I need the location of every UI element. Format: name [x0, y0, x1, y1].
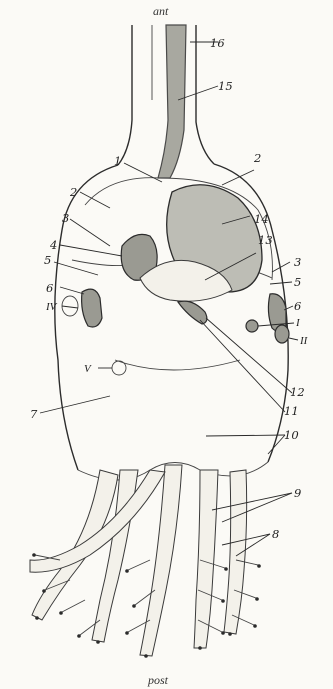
label-8: 8: [272, 527, 279, 541]
label-6-right: 6: [294, 299, 301, 313]
label-IV: IV: [45, 301, 58, 313]
label-3-right: 3: [294, 255, 301, 269]
label-3-left: 3: [62, 211, 69, 225]
label-V: V: [84, 363, 92, 375]
organ-12: [178, 301, 207, 324]
label-9: 9: [294, 486, 301, 500]
label-16: 16: [210, 36, 225, 50]
tentacles: [30, 465, 261, 658]
anterior-tube: [118, 25, 214, 178]
label-5-left: 5: [44, 253, 51, 267]
label-12: 12: [290, 385, 305, 399]
label-6-left: 6: [46, 281, 53, 295]
label-1: 1: [114, 154, 121, 168]
label-5-right: 5: [294, 275, 301, 289]
label-10: 10: [284, 428, 299, 442]
label-13: 13: [258, 233, 273, 247]
label-15: 15: [218, 79, 233, 93]
label-anterior: ant: [153, 4, 169, 18]
label-2-right: 2: [253, 151, 261, 165]
label-II: II: [299, 335, 309, 347]
label-11: 11: [284, 404, 299, 418]
structure-V: [112, 361, 126, 375]
label-I: I: [295, 317, 301, 329]
organ-6-left: [82, 289, 102, 327]
structure-II: [275, 325, 289, 343]
label-14: 14: [254, 212, 269, 226]
label-7: 7: [30, 407, 38, 421]
label-2-left: 2: [69, 185, 77, 199]
structure-I: [246, 320, 258, 332]
label-4: 4: [49, 238, 57, 252]
label-posterior: post: [147, 673, 169, 687]
